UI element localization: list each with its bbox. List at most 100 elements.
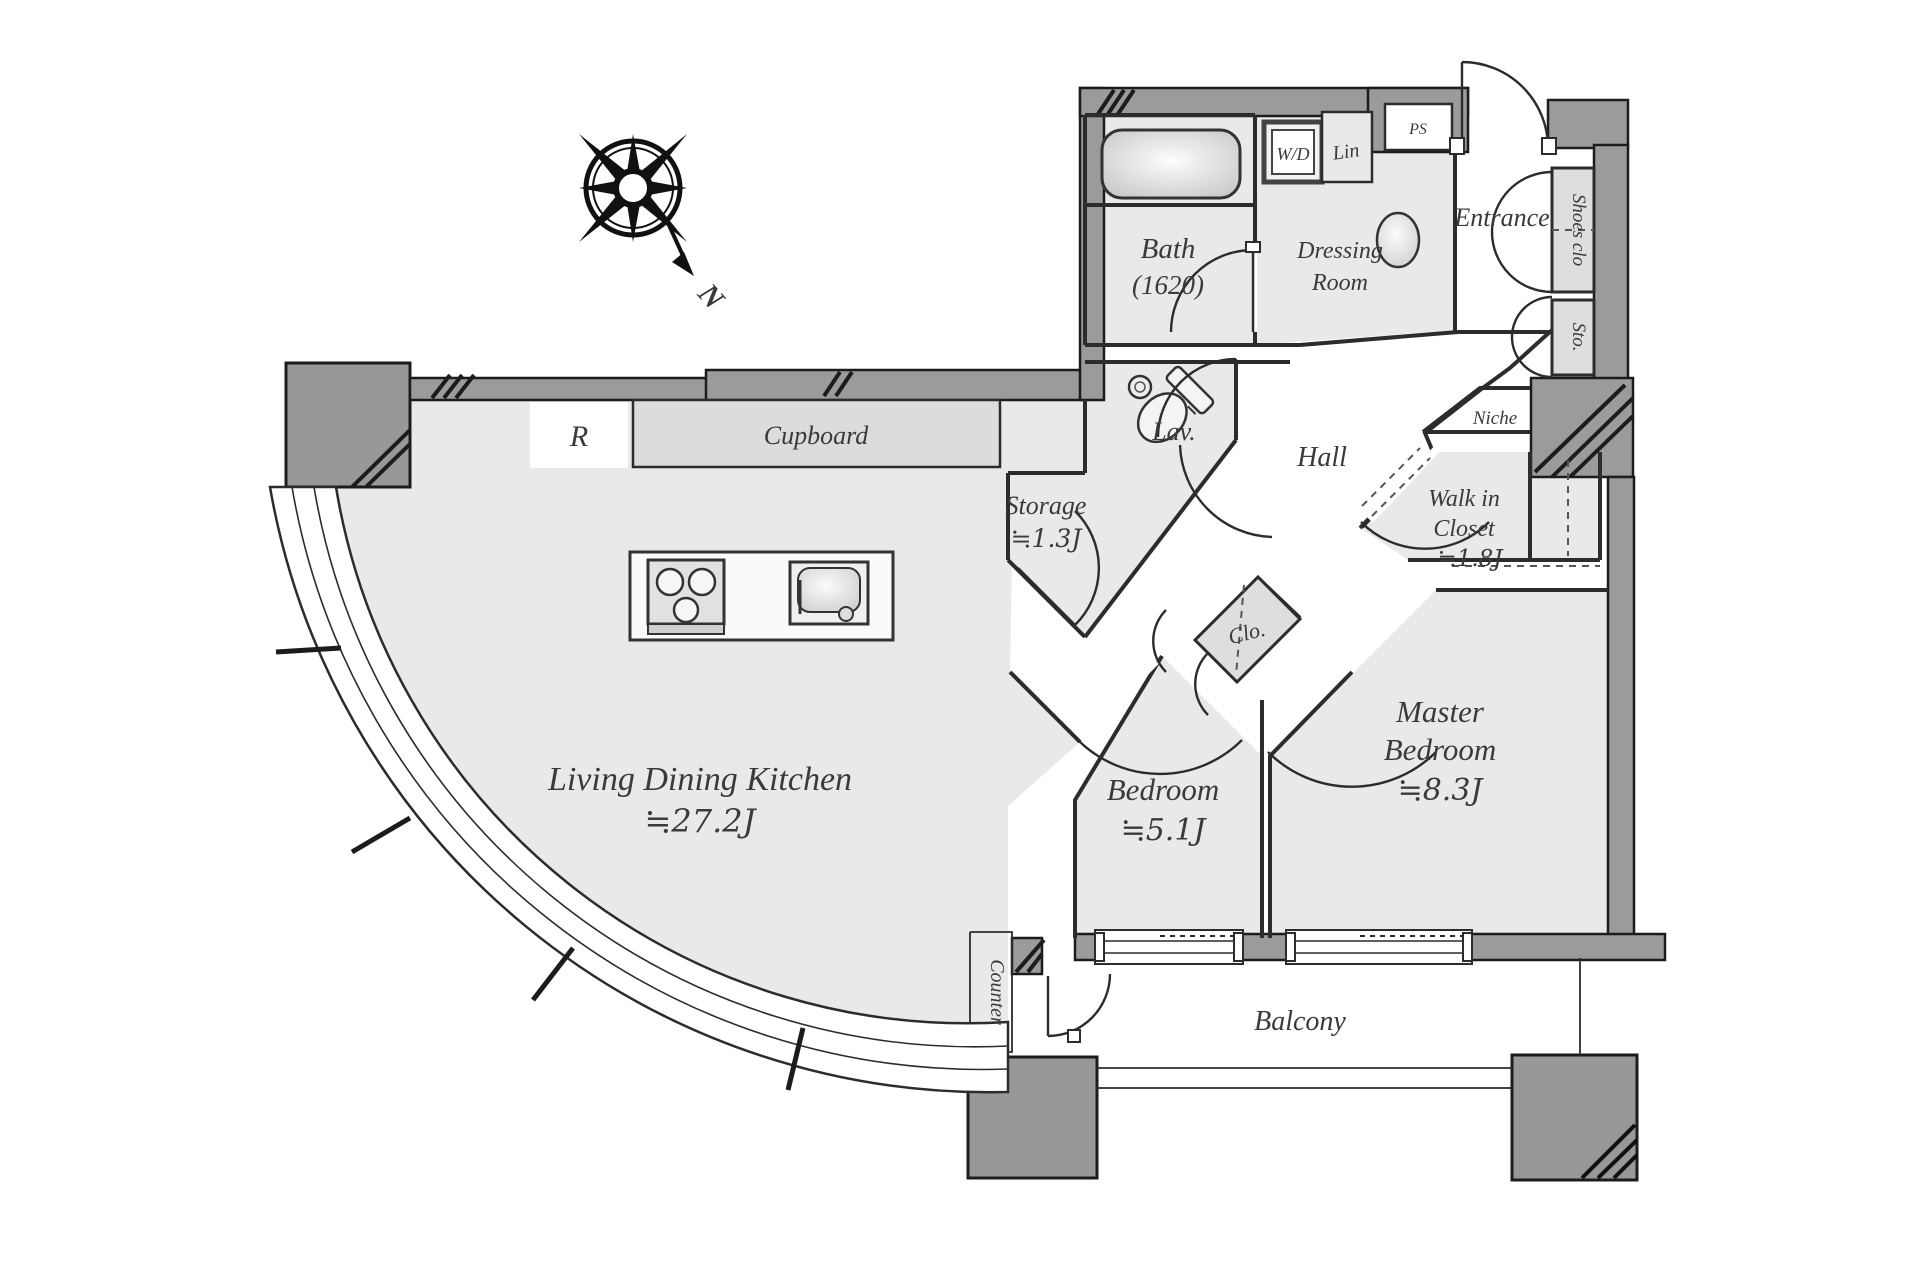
bath-door — [1169, 248, 1255, 333]
niche-floor — [1423, 388, 1530, 432]
fridge-label: R — [569, 420, 588, 453]
lav-hand-basin — [1127, 374, 1153, 400]
wd-box-inner — [1271, 129, 1315, 175]
entrance-door — [1460, 60, 1550, 149]
compass-rose: N — [579, 134, 731, 316]
jamb-bath — [1245, 241, 1261, 253]
wall-hatch-marks — [350, 88, 1639, 1180]
stove — [646, 558, 726, 635]
burner-1 — [655, 567, 685, 597]
dressing-label-1: Dressing — [1296, 238, 1383, 264]
hatch-balcony-chunk — [1014, 938, 1046, 974]
bedroom-window-cap-r — [1233, 932, 1244, 962]
ldk-floor-main — [336, 398, 1085, 985]
jamb-entrance-right — [1541, 137, 1557, 155]
jamb-balcony-door — [1067, 1029, 1081, 1043]
sto-box — [1550, 298, 1596, 377]
master-door — [1267, 751, 1437, 788]
wic-door — [1360, 521, 1490, 550]
wic-label-2: Closet — [1433, 516, 1496, 542]
mullion-3 — [531, 946, 575, 1002]
floor-fills — [336, 115, 1608, 1024]
hall-northwest-walls — [1008, 438, 1238, 744]
clo-dash — [1235, 584, 1245, 676]
north-arrow-head-icon — [672, 252, 694, 276]
niche-walls — [1421, 386, 1530, 434]
wic-label-1: Walk in — [1428, 486, 1500, 512]
master-label-2: Bedroom — [1384, 732, 1497, 767]
master-floor — [1270, 590, 1608, 938]
wic-floor — [1360, 452, 1530, 560]
bath-walls — [1083, 113, 1257, 347]
dressing-walls — [1255, 148, 1459, 347]
master-window-cap-r — [1462, 932, 1473, 962]
master-window — [1285, 929, 1473, 965]
clo-doors — [1152, 609, 1209, 716]
window-band — [268, 485, 1010, 1094]
bathtub — [1100, 128, 1242, 200]
sink — [788, 560, 870, 626]
right-wall-upper — [1592, 143, 1630, 392]
toilet-tank — [1165, 365, 1215, 415]
bedroom-windows — [1094, 929, 1473, 965]
storage-label: Storage — [1006, 491, 1087, 520]
right-wall-lower — [1606, 475, 1636, 942]
ps-box — [1383, 102, 1454, 152]
labels: Living Dining Kitchen ≒27.2J Bedroom ≒5.… — [547, 121, 1589, 1037]
fixtures — [628, 128, 1421, 642]
stove-front — [647, 623, 725, 635]
hatch-ldk-wall-left — [430, 373, 476, 400]
storage-door — [1017, 510, 1101, 626]
storage-walls — [1006, 471, 1087, 639]
lin-box — [1320, 110, 1374, 184]
lav-hand-basin-inner — [1134, 381, 1146, 393]
ps-label: PS — [1408, 121, 1427, 138]
bedroom-window-cap-l — [1094, 932, 1105, 962]
burner-3 — [672, 596, 700, 624]
hall-door-arc — [1178, 444, 1273, 539]
storage-floor — [1008, 473, 1085, 637]
mullion-2 — [350, 815, 412, 855]
niche-label: Niche — [1472, 408, 1517, 429]
window-glass-line-1 — [291, 486, 1009, 1071]
master-door-gap — [1304, 531, 1360, 613]
bedroom-walls — [1073, 654, 1354, 938]
wic-size: ≒1.8J — [1437, 546, 1504, 572]
bedroom-window-rails — [1095, 940, 1243, 954]
bedroom-size: ≒5.1J — [1121, 813, 1208, 848]
balcony-label: Balcony — [1254, 1006, 1346, 1037]
interior-walls — [969, 113, 1608, 1089]
hatch-pillar-tl — [350, 428, 412, 489]
doors — [1017, 60, 1553, 1038]
lin-label: Lin — [1330, 139, 1360, 165]
counter-outline — [969, 931, 1013, 1053]
clo-box — [1192, 574, 1303, 685]
toilet — [1136, 365, 1215, 444]
entrance-label: Entrance — [1453, 203, 1549, 232]
burner-2 — [687, 567, 717, 597]
cupboard-box — [631, 398, 1002, 469]
storage-size: ≒1.3J — [1011, 524, 1084, 553]
curved-window-wall — [268, 485, 1010, 1094]
wic-hanger-dash — [1361, 447, 1431, 517]
master-window-cap-l — [1285, 932, 1296, 962]
pillar-top-left — [284, 361, 412, 489]
hall-floor — [1010, 330, 1552, 742]
wd-label: W/D — [1277, 144, 1310, 164]
jamb-entrance-left — [1449, 137, 1465, 155]
hall-label: Hall — [1296, 442, 1347, 473]
toilet-bowl — [1136, 392, 1188, 444]
compass-needle — [666, 222, 686, 259]
ldk-label: Living Dining Kitchen — [547, 761, 852, 798]
compass-hub — [613, 168, 653, 208]
fridge-box — [530, 402, 628, 468]
window-mullions — [275, 645, 806, 1091]
hatch-core-block — [1533, 383, 1635, 479]
master-label-1: Master — [1395, 694, 1485, 729]
mullion-1 — [275, 645, 342, 655]
dressing-label-2: Room — [1311, 270, 1368, 296]
master-window-rails — [1286, 940, 1472, 954]
builtins — [530, 102, 1596, 685]
